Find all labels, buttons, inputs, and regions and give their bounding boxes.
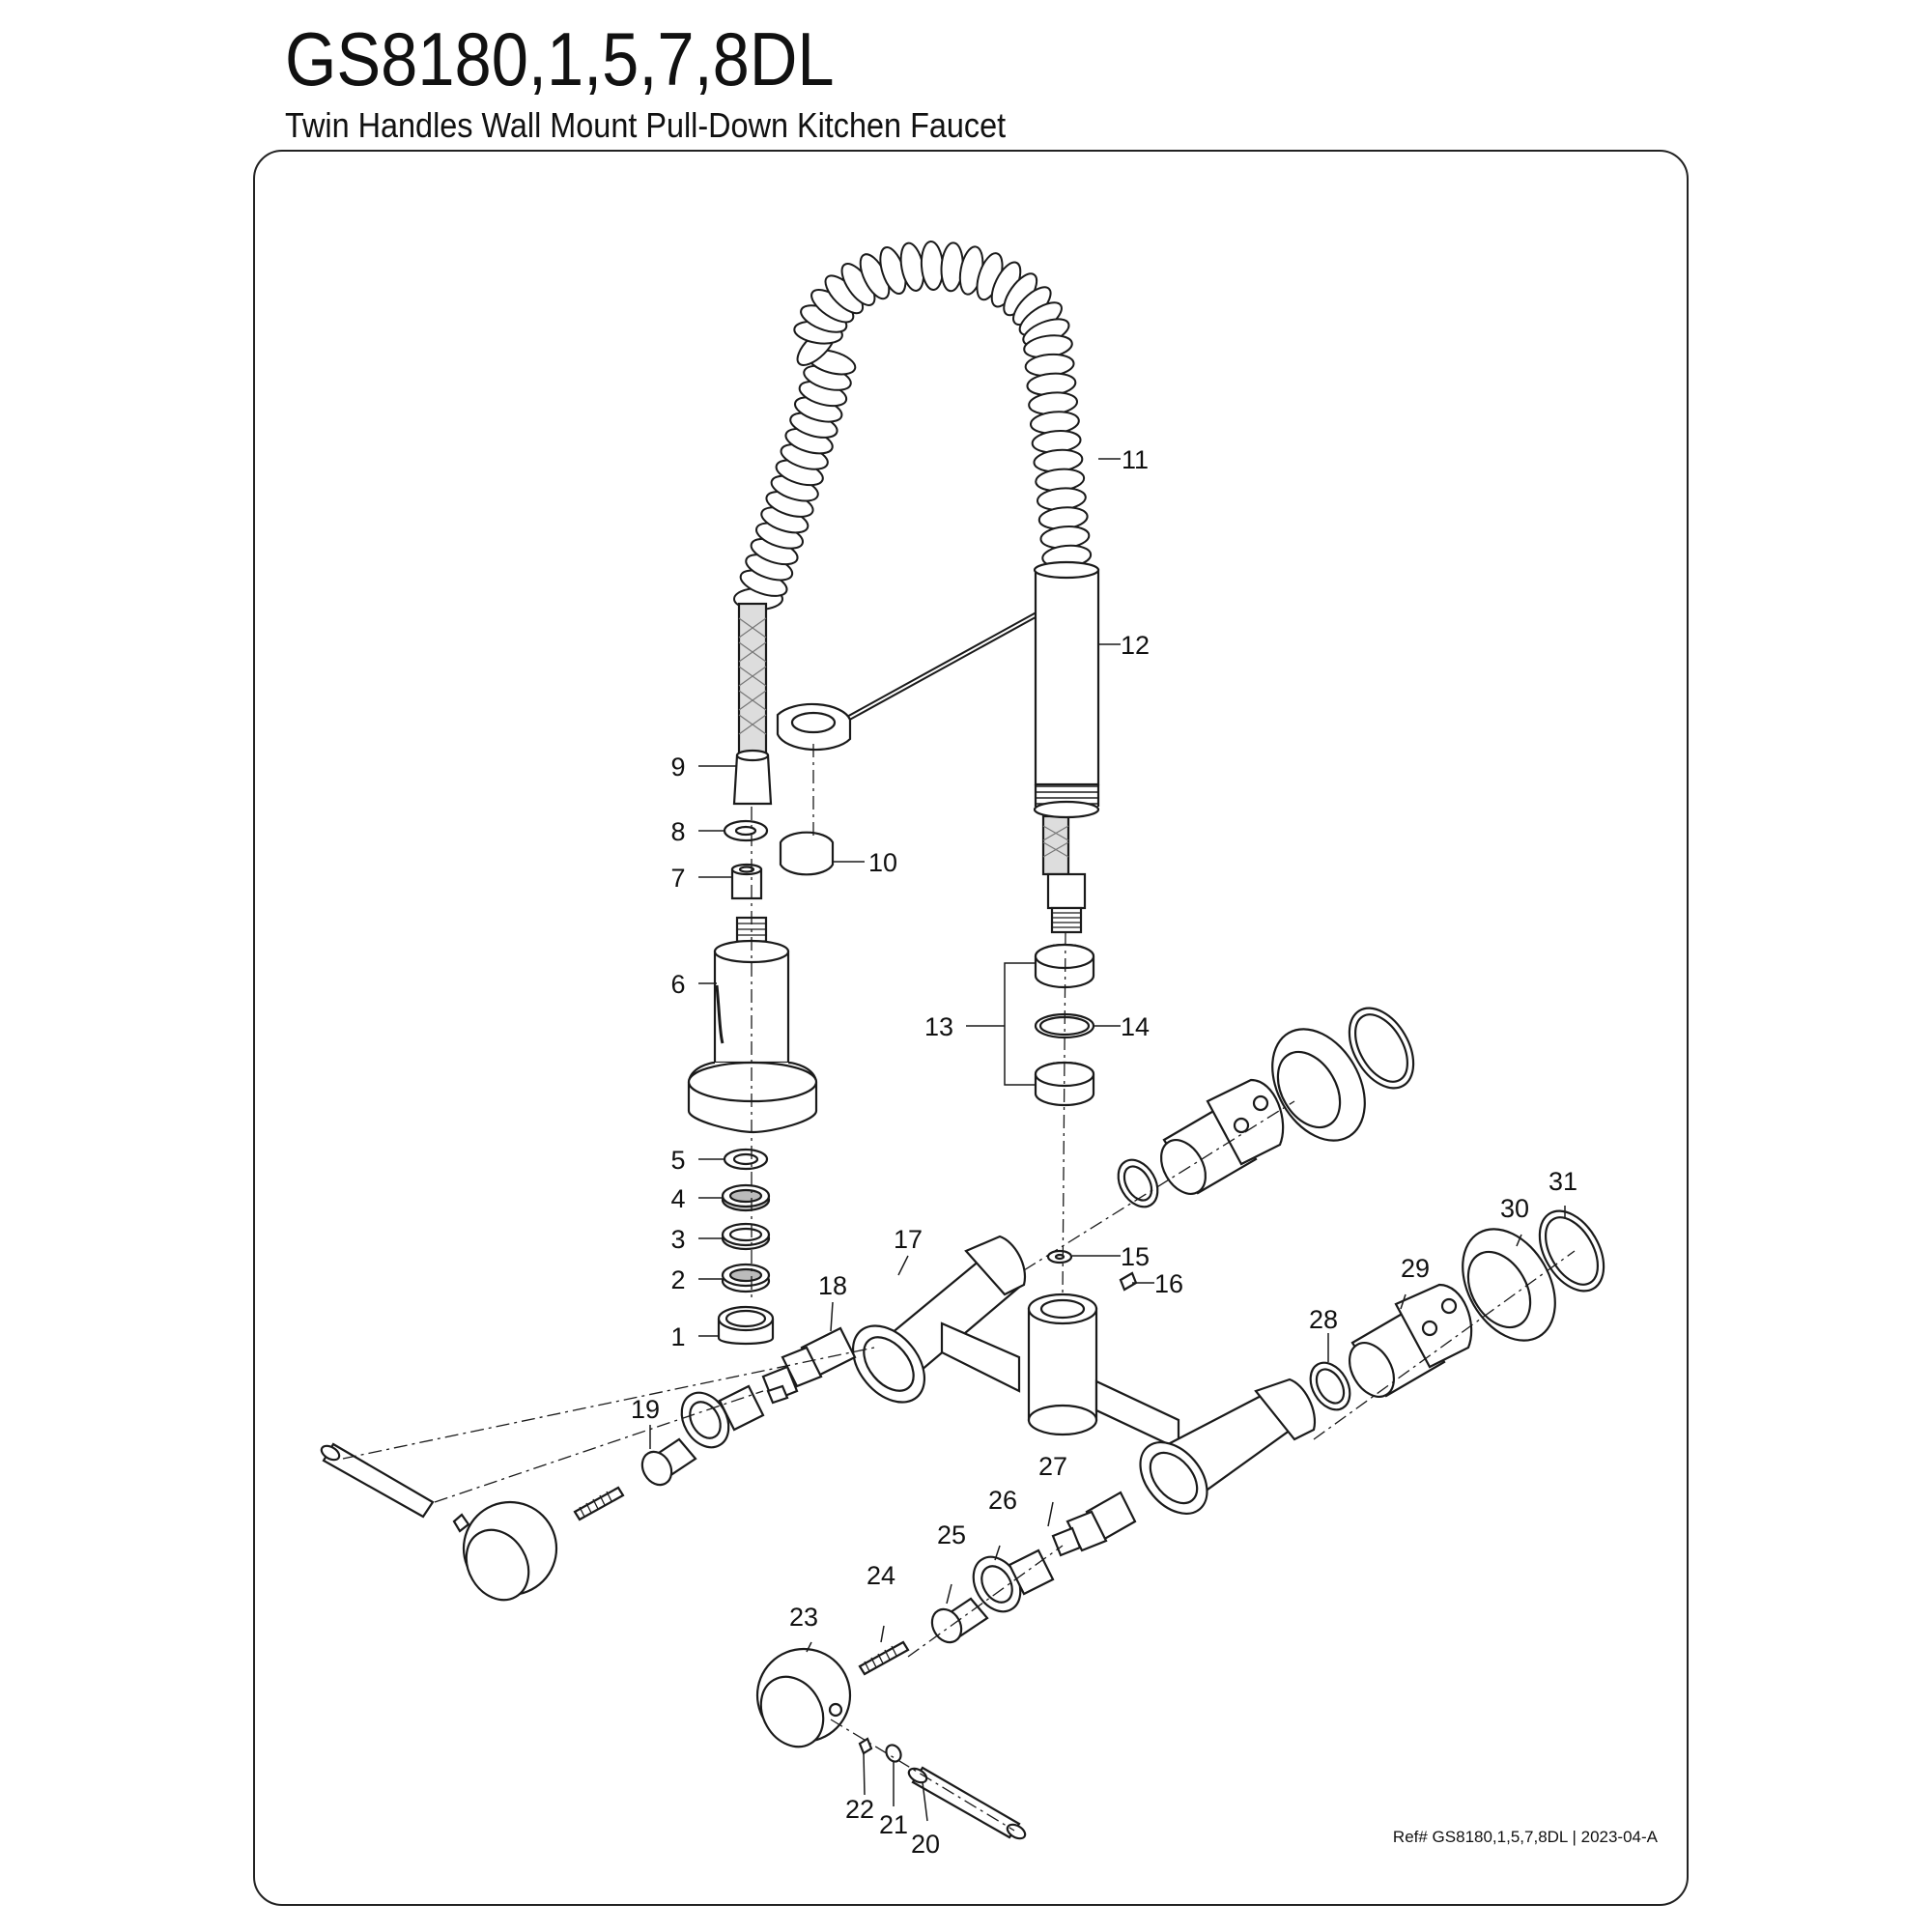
callout-10: 10	[868, 848, 897, 877]
callout-11: 11	[1122, 445, 1149, 474]
callout-31: 31	[1548, 1167, 1577, 1196]
callout-3: 3	[670, 1225, 685, 1254]
callout-28: 28	[1309, 1305, 1338, 1334]
spout-guide-arm	[776, 611, 1040, 876]
callout-13: 13	[924, 1012, 953, 1041]
spring-coil-hose	[733, 241, 1093, 611]
hose-connector-9	[732, 749, 773, 806]
callout-30: 30	[1500, 1194, 1529, 1223]
handle-23	[755, 1647, 852, 1748]
page-subtitle: Twin Handles Wall Mount Pull-Down Kitche…	[285, 105, 1007, 145]
aerator-2	[721, 1263, 771, 1293]
lower-wall-connector	[1309, 1209, 1605, 1411]
callout-20: 20	[911, 1830, 940, 1859]
spout-body-12	[1033, 560, 1100, 934]
spray-head-6	[687, 916, 818, 1134]
lever-20	[907, 1766, 1027, 1840]
ring-3	[721, 1222, 771, 1251]
callout-9: 9	[670, 753, 685, 781]
bonnet-nut-left	[680, 1384, 765, 1449]
cartridge-27	[1051, 1491, 1137, 1557]
callout-24: 24	[867, 1561, 895, 1590]
bracket-13	[966, 962, 1036, 1086]
callout-8: 8	[670, 817, 685, 846]
washer-15	[1046, 1249, 1073, 1264]
leader-lines	[649, 458, 1566, 1822]
callout-26: 26	[988, 1486, 1017, 1515]
set-screw-22	[858, 1737, 873, 1755]
callout-4: 4	[670, 1184, 685, 1213]
callout-22: 22	[845, 1795, 874, 1824]
callout-23: 23	[789, 1603, 818, 1632]
callout-16: 16	[1154, 1269, 1183, 1298]
assembly-axis-lines	[342, 744, 1576, 1832]
screw-24	[858, 1640, 910, 1676]
callout-5: 5	[670, 1146, 685, 1175]
valve-body-17	[851, 1235, 1317, 1515]
callout-12: 12	[1121, 631, 1150, 660]
callout-27: 27	[1038, 1452, 1067, 1481]
callout-21: 21	[879, 1810, 908, 1839]
handle-left	[320, 1442, 558, 1602]
upper-wall-connector	[1117, 1007, 1415, 1208]
set-screw-16	[1119, 1271, 1138, 1292]
callout-17: 17	[894, 1225, 923, 1254]
callout-1: 1	[670, 1322, 685, 1351]
callout-18: 18	[818, 1271, 847, 1300]
cartridge-18	[761, 1326, 857, 1405]
bonnet-nut-26	[972, 1548, 1055, 1613]
callout-19: 19	[631, 1395, 660, 1424]
page-title: GS8180,1,5,7,8DL	[285, 16, 835, 101]
aerator-housing-1	[717, 1305, 775, 1346]
callout-29: 29	[1401, 1254, 1430, 1283]
screen-4	[721, 1183, 771, 1212]
clip-13	[1034, 943, 1095, 1107]
callout-7: 7	[670, 864, 685, 893]
callout-25: 25	[937, 1520, 966, 1549]
reference-code: Ref# GS8180,1,5,7,8DL | 2023-04-A	[1392, 1828, 1658, 1846]
callout-labels: 1 2 3 4 5 6 7 8 9 10 11 12 13 14 15 16 1…	[631, 445, 1577, 1859]
washer-5	[723, 1148, 769, 1171]
callout-14: 14	[1121, 1012, 1150, 1041]
nipple-7	[730, 863, 763, 900]
washer-8	[723, 819, 769, 842]
screw-left	[573, 1486, 625, 1521]
callout-2: 2	[670, 1265, 685, 1294]
adapter-19	[640, 1437, 697, 1487]
callout-15: 15	[1121, 1242, 1150, 1271]
diagram-frame	[253, 150, 1689, 1906]
callout-6: 6	[670, 970, 685, 999]
